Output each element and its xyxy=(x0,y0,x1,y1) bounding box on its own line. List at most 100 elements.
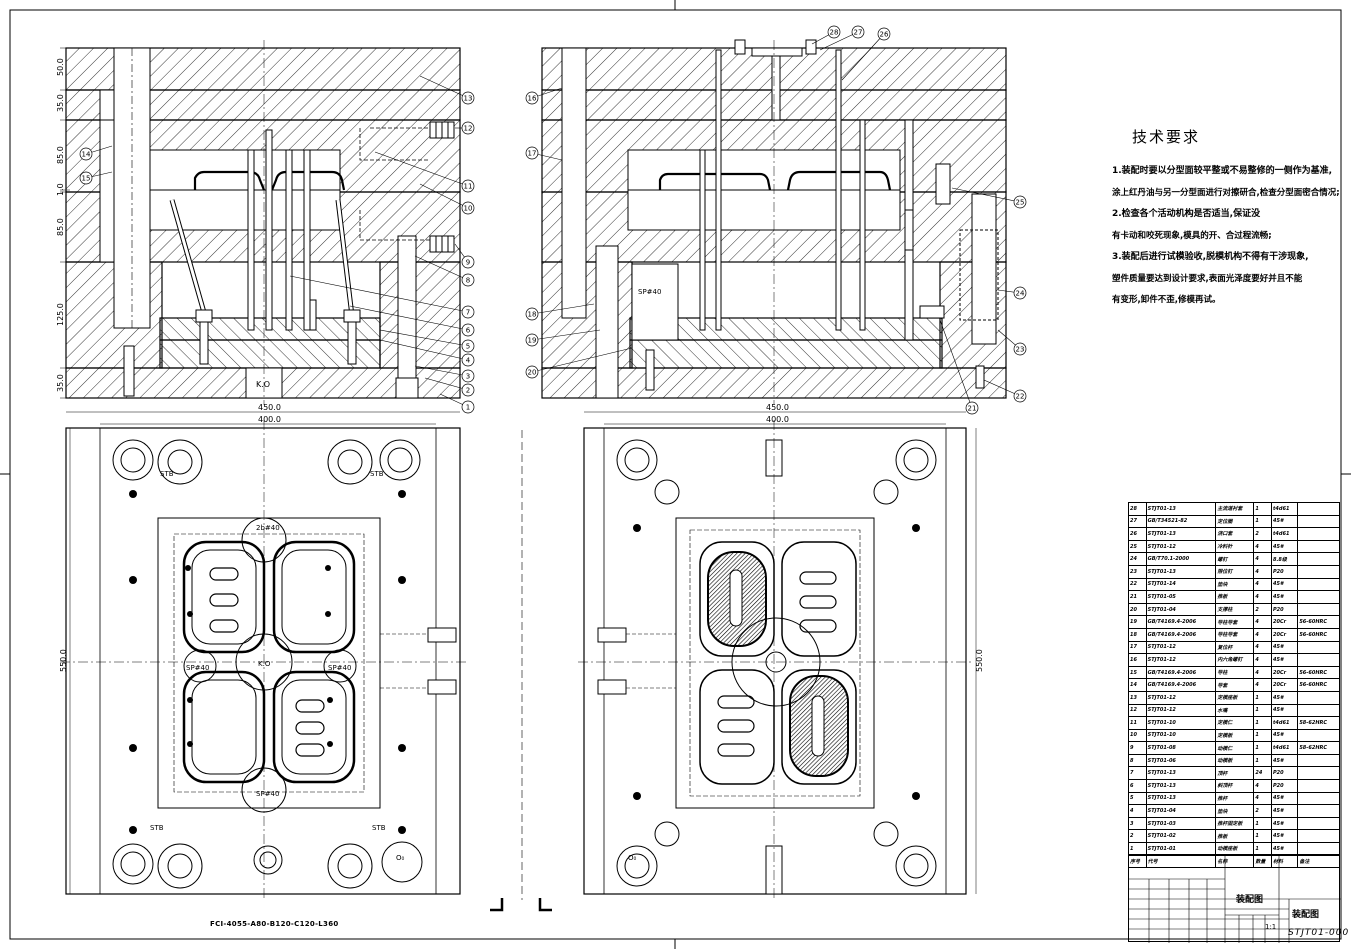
bom-cell: 斜顶杆 xyxy=(1215,779,1255,793)
dim-35-top: 35.0 xyxy=(56,94,65,112)
bom-cell: 垫块 xyxy=(1215,577,1255,592)
bom-cell xyxy=(1297,552,1340,566)
bom-cell: 4 xyxy=(1253,590,1273,604)
bom-cell: 水嘴 xyxy=(1215,703,1255,718)
bom-cell xyxy=(1297,791,1340,806)
bom-cell: 2 xyxy=(1253,527,1273,541)
technical-requirements: 技术要求 1.装配时要以分型面较平整或不易整修的一侧作为基准, 涂上红丹油与另一… xyxy=(1112,126,1342,312)
bom-cell: 动模仁 xyxy=(1215,741,1255,755)
balloon-label: 9 xyxy=(466,259,470,267)
bom-cell: 45# xyxy=(1271,791,1299,806)
bom-cell: 15 xyxy=(1128,665,1147,680)
bom-cell: 20Cr xyxy=(1271,678,1299,692)
bom-cell: 导套 xyxy=(1215,678,1255,692)
balloon-label: 26 xyxy=(880,31,889,39)
tech-title: 技术要求 xyxy=(1132,128,1201,146)
bom-cell xyxy=(1297,527,1340,541)
bom-cell: 27 xyxy=(1128,514,1147,529)
bom-cell: 1 xyxy=(1253,703,1273,718)
bom-cell: 23 xyxy=(1128,564,1147,579)
bom-cell xyxy=(1297,728,1340,743)
balloon-label: 25 xyxy=(1016,199,1025,207)
balloon-circle xyxy=(525,146,539,160)
dim-550-right: 550.0 xyxy=(975,649,984,672)
bom-cell: 主流道衬套 xyxy=(1215,502,1255,516)
tech-line: 3.装配后进行试模验收,脱模机构不得有干涉现象, xyxy=(1112,252,1309,262)
bom-cell: 4 xyxy=(1253,779,1273,793)
dim-50: 50.0 xyxy=(56,58,65,76)
bom-cell: P20 xyxy=(1271,779,1299,793)
bom-cell xyxy=(1297,602,1340,617)
balloon-circle xyxy=(461,201,475,215)
bom-cell: GB/T4169.4-2006 xyxy=(1145,627,1217,642)
bom-cell xyxy=(1297,564,1340,579)
title-scale: 1:1 xyxy=(1265,923,1277,931)
bom-cell: 1 xyxy=(1253,728,1273,743)
bom-cell: t4d61 xyxy=(1271,741,1299,755)
bom-cell: 56-60HRC xyxy=(1297,678,1340,692)
sp-label-2: SP#40 xyxy=(328,664,351,672)
balloon-circle xyxy=(525,307,539,321)
balloon-circle xyxy=(1013,342,1027,356)
balloon-label: 7 xyxy=(466,309,470,317)
bom-cell: 9 xyxy=(1128,741,1147,755)
bom-cell xyxy=(1297,590,1340,604)
bom-cell: GB/T4169.4-2006 xyxy=(1145,665,1217,680)
bom-cell: 45# xyxy=(1271,804,1299,818)
bom-cell xyxy=(1297,804,1340,818)
bom-cell: 45# xyxy=(1271,539,1299,554)
balloon-circle xyxy=(877,27,891,41)
leader-line xyxy=(819,31,859,51)
balloon-label: 14 xyxy=(82,151,91,159)
left-plan-view: K.O SP#40 SP#40 SP#40 2b#40 STB STB STB … xyxy=(60,420,468,900)
bom-cell: 28 xyxy=(1128,502,1147,516)
two-sp-label: 2b#40 xyxy=(256,524,280,532)
bom-cell: P20 xyxy=(1271,602,1299,617)
water-nipple-top xyxy=(429,121,455,139)
bom-cell: 1 xyxy=(1253,816,1273,831)
balloon-circle xyxy=(1013,286,1027,300)
bom-cell: GB/T70.1-2000 xyxy=(1145,552,1217,566)
leader-line xyxy=(424,377,469,391)
bom-cell: 17 xyxy=(1128,640,1147,655)
bom-cell: 20Cr xyxy=(1271,627,1299,642)
bom-cell xyxy=(1297,690,1340,705)
bom-cell: 导柱导套 xyxy=(1215,627,1255,642)
leader-line xyxy=(531,347,633,373)
bom-cell xyxy=(1297,766,1340,781)
title-block xyxy=(1128,854,1341,943)
bom-cell: 58-62HRC xyxy=(1297,716,1340,730)
balloon-circle xyxy=(79,147,93,161)
bom-cell: 导柱导套 xyxy=(1215,615,1255,629)
balloon-label: 28 xyxy=(830,29,839,37)
bom-cell: 10 xyxy=(1128,728,1147,743)
bom-cell xyxy=(1297,514,1340,529)
bom-cell: 4 xyxy=(1253,678,1273,692)
bom-cell: 26 xyxy=(1128,527,1147,541)
leader-line xyxy=(414,365,469,377)
balloon-label: 5 xyxy=(466,343,470,351)
bom-cell: 2 xyxy=(1253,602,1273,617)
leader-line xyxy=(374,151,469,187)
balloon-circle xyxy=(1013,389,1027,403)
balloon-circle xyxy=(461,121,475,135)
bom-cell: 4 xyxy=(1128,804,1147,818)
balloon-label: 17 xyxy=(528,150,537,158)
bom-cell: 45# xyxy=(1271,690,1299,705)
bom-cell: 24 xyxy=(1253,766,1273,781)
title-drawing-number: STJT01-000 xyxy=(1288,928,1350,938)
